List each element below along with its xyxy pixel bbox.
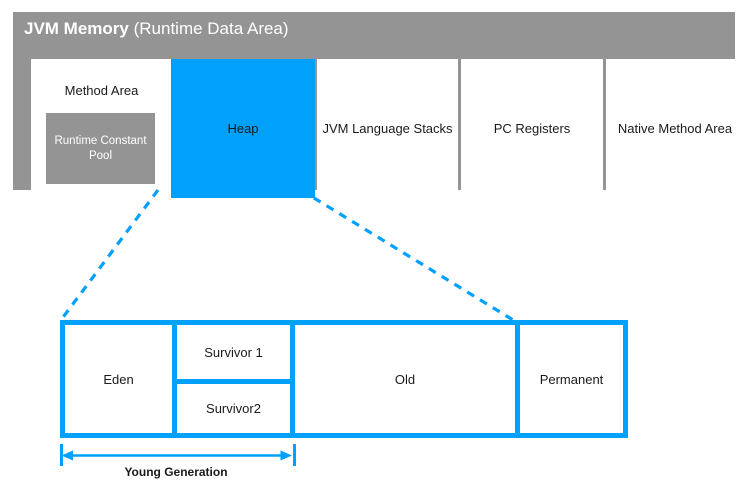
heap-gen-survivor-1-label: Survivor 1 [204, 344, 263, 360]
runtime-data-area-row: Method Area Runtime Constant Pool Heap J… [31, 59, 744, 198]
diagram-title-strong: JVM Memory [24, 19, 129, 38]
heap-gen-old-label: Old [394, 371, 416, 387]
heap-gen-permanent-label: Permanent [539, 371, 604, 387]
region-method-area-label: Method Area [64, 83, 139, 98]
heap-gen-eden[interactable]: Eden [65, 325, 172, 433]
region-jvm-language-stacks-label: JVM Language Stacks [322, 121, 453, 136]
region-jvm-language-stacks[interactable]: JVM Language Stacks [317, 59, 458, 198]
runtime-constant-pool-label: Runtime Constant Pool [54, 134, 147, 162]
heap-gen-survivor-2[interactable]: Survivor2 [177, 379, 290, 433]
region-pc-registers-label: PC Registers [493, 121, 571, 136]
connector-line-left [59, 189, 160, 321]
runtime-constant-pool-box[interactable]: Runtime Constant Pool [46, 113, 155, 184]
heap-detail-container: Eden Survivor 1 Survivor2 Old Permanent [60, 320, 628, 438]
heap-gen-permanent[interactable]: Permanent [515, 325, 623, 433]
jvm-memory-container: JVM Memory (Runtime Data Area) Method Ar… [13, 12, 744, 198]
region-heap-label: Heap [227, 121, 259, 136]
connector-line-right [300, 188, 514, 322]
young-generation-measure: Young Generation [58, 443, 298, 485]
heap-gen-old[interactable]: Old [295, 325, 515, 433]
region-method-area[interactable]: Method Area Runtime Constant Pool [31, 59, 172, 198]
heap-gen-eden-label: Eden [103, 371, 134, 387]
region-heap[interactable]: Heap [171, 59, 315, 198]
region-native-method-area-label: Native Method Area [617, 121, 733, 136]
young-generation-arrow [60, 444, 296, 466]
young-generation-label: Young Generation [124, 465, 228, 479]
diagram-title-light: (Runtime Data Area) [128, 19, 289, 38]
region-pc-registers[interactable]: PC Registers [461, 59, 603, 198]
heap-gen-survivor-stack: Survivor 1 Survivor2 [172, 325, 295, 433]
diagram-title: JVM Memory (Runtime Data Area) [24, 18, 289, 40]
heap-gen-survivor-2-label: Survivor2 [206, 401, 261, 416]
region-native-method-area[interactable]: Native Method Area [606, 59, 744, 198]
heap-gen-survivor-1[interactable]: Survivor 1 [177, 325, 290, 379]
